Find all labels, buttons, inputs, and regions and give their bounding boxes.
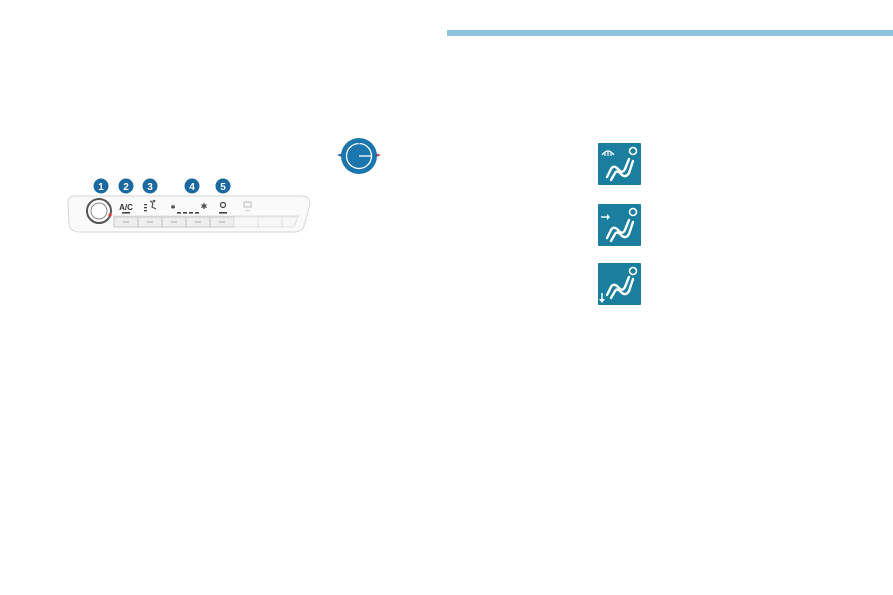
- callout-3: 3: [142, 178, 158, 194]
- airflow-distribution-symbol: [144, 199, 157, 212]
- callout-2: 2: [118, 178, 134, 194]
- callout-5: 5: [215, 178, 231, 194]
- callout-4: 4: [184, 178, 200, 194]
- seat-windscreen-airflow-icon: [598, 143, 641, 185]
- recirculation-symbol: [219, 201, 227, 214]
- svg-text:1: 1: [98, 182, 104, 193]
- svg-text:✱: ✱: [201, 202, 208, 211]
- seat-feet-airflow-icon: [598, 263, 641, 305]
- svg-text:2: 2: [123, 182, 129, 193]
- svg-text:3: 3: [147, 182, 153, 193]
- svg-text:5: 5: [220, 182, 226, 193]
- fan-speed-symbol: ✱ ✱: [170, 202, 208, 214]
- seat-face-airflow-icon: [598, 204, 641, 246]
- ac-label: A/C: [119, 203, 133, 212]
- svg-text:4: 4: [189, 182, 195, 193]
- climate-control-panel: 1 2 3 4 5 A/C: [66, 176, 316, 238]
- callout-1: 1: [93, 178, 109, 194]
- header-rule: [447, 30, 893, 36]
- svg-text:✱: ✱: [170, 204, 175, 211]
- rear-demist-symbol: [243, 201, 252, 211]
- temperature-dial-icon: [333, 134, 385, 180]
- panel-temperature-knob: [86, 198, 112, 224]
